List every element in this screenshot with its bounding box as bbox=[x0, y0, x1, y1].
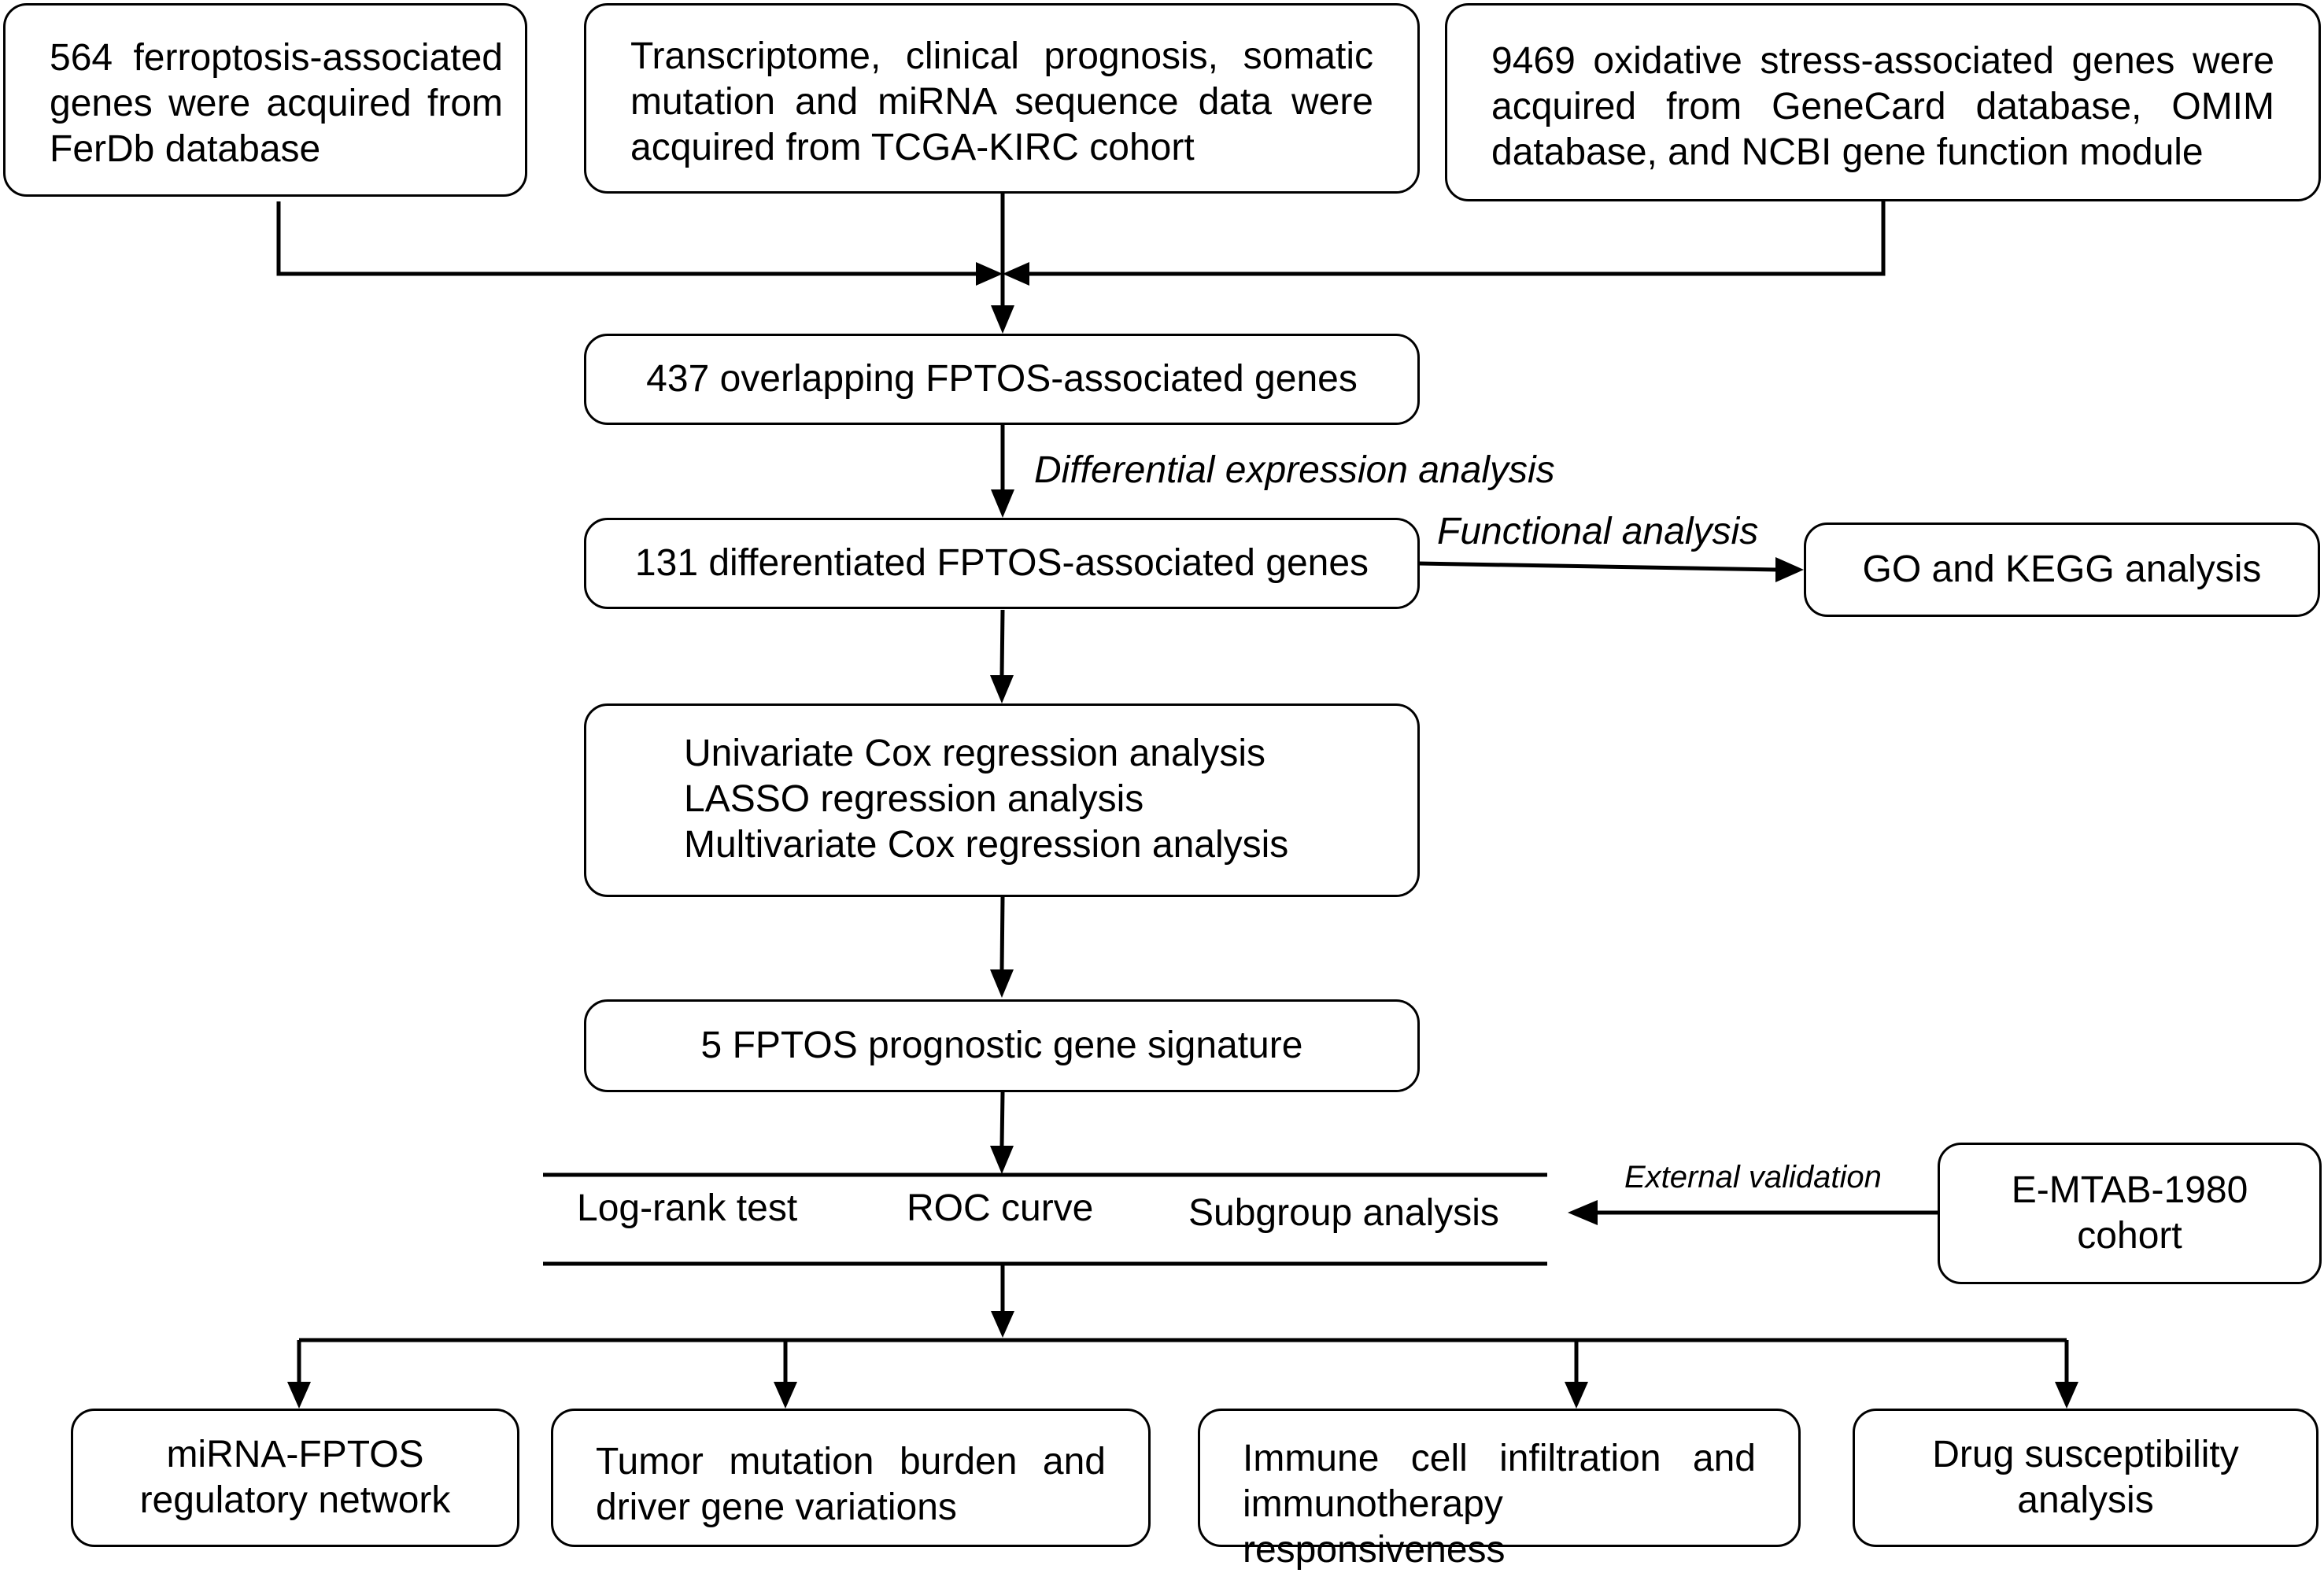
arrowhead-down bbox=[991, 305, 1014, 334]
immune-line-1: Immune cell infiltration and bbox=[1243, 1438, 1756, 1479]
source-ferroptosis-line-1: 564 ferroptosis-associated bbox=[50, 37, 503, 79]
go-kegg-label: GO and KEGG analysis bbox=[1862, 548, 2262, 590]
univariate-cox-label: Univariate Cox regression analysis bbox=[684, 733, 1265, 774]
signature-label: 5 FPTOS prognostic gene signature bbox=[700, 1025, 1303, 1066]
external-cohort-line-1: E-MTAB-1980 bbox=[2011, 1169, 2248, 1211]
connector-oxidative bbox=[1029, 201, 1886, 276]
overlap-genes-label: 437 overlapping FPTOS-associated genes bbox=[646, 358, 1358, 400]
go-kegg-box: GO and KEGG analysis bbox=[1804, 522, 2320, 617]
immune-box: Immune cell infiltration and immunothera… bbox=[1198, 1409, 1801, 1571]
source-ferroptosis-line-2: genes were acquired from bbox=[50, 83, 503, 124]
source-tcga-line-2: mutation and miRNA sequence data were bbox=[630, 81, 1373, 123]
drug-susceptibility-line-2: analysis bbox=[2017, 1479, 2154, 1521]
immune-line-2: immunotherapy responsiveness bbox=[1243, 1483, 1506, 1571]
arrowhead-right bbox=[976, 262, 1003, 286]
drug-susceptibility-box: Drug susceptibility analysis bbox=[1853, 1409, 2318, 1547]
source-ferroptosis-box: 564 ferroptosis-associated genes were ac… bbox=[3, 3, 527, 197]
tmb-line-2: driver gene variations bbox=[596, 1486, 957, 1528]
functional-analysis-label: Functional analysis bbox=[1437, 511, 1759, 552]
log-rank-label: Log-rank test bbox=[577, 1187, 798, 1229]
mirna-network-box: miRNA-FPTOS regulatory network bbox=[71, 1409, 519, 1547]
source-ferroptosis-line-3: FerDb database bbox=[50, 128, 321, 170]
arrowhead-left bbox=[1003, 262, 1029, 286]
source-tcga-box: Transcriptome, clinical prognosis, somat… bbox=[584, 3, 1420, 194]
tmb-line-1: Tumor mutation burden and bbox=[596, 1441, 1106, 1483]
connector-ferroptosis bbox=[276, 201, 976, 276]
external-validation-label: External validation bbox=[1624, 1160, 1882, 1195]
source-oxidative-box: 9469 oxidative stress-associated genes w… bbox=[1445, 3, 2321, 201]
drug-susceptibility-line-1: Drug susceptibility bbox=[1932, 1434, 2239, 1475]
mirna-network-line-2: regulatory network bbox=[139, 1479, 451, 1521]
differential-expression-label: Differential expression analysis bbox=[1034, 449, 1555, 491]
regression-box: Univariate Cox regression analysis LASSO… bbox=[584, 703, 1420, 897]
subgroup-analysis-label: Subgroup analysis bbox=[1188, 1192, 1499, 1234]
overlap-genes-box: 437 overlapping FPTOS-associated genes bbox=[584, 334, 1420, 425]
source-tcga-line-3: acquired from TCGA-KIRC cohort bbox=[630, 127, 1195, 168]
source-oxidative-line-1: 9469 oxidative stress-associated genes w… bbox=[1491, 40, 2274, 82]
source-oxidative-line-3: database, and NCBI gene function module bbox=[1491, 131, 2204, 173]
differentiated-genes-label: 131 differentiated FPTOS-associated gene… bbox=[634, 542, 1369, 584]
tmb-box: Tumor mutation burden and driver gene va… bbox=[551, 1409, 1151, 1547]
mirna-network-line-1: miRNA-FPTOS bbox=[166, 1434, 424, 1475]
signature-box: 5 FPTOS prognostic gene signature bbox=[584, 999, 1420, 1092]
external-cohort-box: E-MTAB-1980 cohort bbox=[1938, 1143, 2322, 1284]
roc-curve-label: ROC curve bbox=[907, 1187, 1094, 1229]
multivariate-cox-label: Multivariate Cox regression analysis bbox=[684, 824, 1289, 866]
lasso-label: LASSO regression analysis bbox=[684, 778, 1144, 820]
external-cohort-line-2: cohort bbox=[2077, 1215, 2182, 1257]
differentiated-genes-box: 131 differentiated FPTOS-associated gene… bbox=[584, 518, 1420, 609]
source-tcga-line-1: Transcriptome, clinical prognosis, somat… bbox=[630, 35, 1373, 77]
source-oxidative-line-2: acquired from GeneCard database, OMIM bbox=[1491, 86, 2274, 127]
